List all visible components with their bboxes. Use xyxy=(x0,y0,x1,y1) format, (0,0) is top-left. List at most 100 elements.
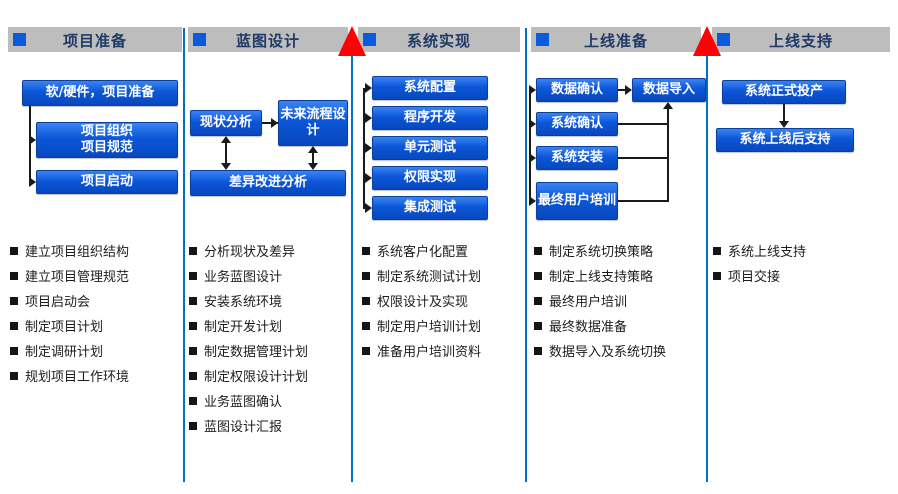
task-label: 数据导入及系统切换 xyxy=(549,345,667,360)
task-label: 制定上线支持策略 xyxy=(549,270,654,285)
task-item: 制定项目计划 xyxy=(10,313,129,338)
task-item: 制定系统切换策略 xyxy=(534,238,666,263)
process-box: 单元测试 xyxy=(372,136,488,160)
task-bullet-icon xyxy=(10,321,18,330)
column-divider xyxy=(525,28,527,482)
task-item: 制定开发计划 xyxy=(189,313,308,338)
task-bullet-icon xyxy=(362,271,370,280)
process-box-label: 系统安装 xyxy=(550,149,603,165)
arrowhead-down-icon xyxy=(221,163,231,170)
task-bullet-icon xyxy=(189,296,197,305)
task-bullet-icon xyxy=(713,271,721,280)
task-label: 规划项目工作环境 xyxy=(25,370,130,385)
phase-title: 蓝图设计 xyxy=(235,32,300,50)
task-bullet-icon xyxy=(189,421,197,430)
process-box: 未来流程设计 xyxy=(278,100,348,146)
task-label: 系统上线支持 xyxy=(728,245,807,260)
task-item: 制定数据管理计划 xyxy=(189,338,308,363)
task-item: 分析现状及差异 xyxy=(189,238,308,263)
task-item: 制定权限设计计划 xyxy=(189,363,308,388)
connector-line xyxy=(618,123,669,125)
process-box-label: 系统上线后支持 xyxy=(739,131,831,147)
arrowhead-right-icon xyxy=(529,153,536,163)
process-box-label: 单元测试 xyxy=(403,139,456,155)
task-item: 建立项目组织结构 xyxy=(10,238,129,263)
process-box: 系统确认 xyxy=(536,112,618,136)
task-item: 安装系统环境 xyxy=(189,288,308,313)
process-box: 集成测试 xyxy=(372,196,488,220)
header-bullet-icon xyxy=(536,33,549,46)
task-label: 最终用户培训 xyxy=(549,295,628,310)
arrowhead-right-icon xyxy=(365,203,372,213)
process-box-label: 程序开发 xyxy=(403,109,456,125)
process-box-label: 现状分析 xyxy=(199,114,252,130)
task-bullet-icon xyxy=(362,346,370,355)
process-box-label: 软/硬件，项目准备 xyxy=(45,84,155,100)
task-item: 蓝图设计汇报 xyxy=(189,413,308,438)
arrowhead-right-icon xyxy=(271,118,278,128)
phase-header-realization: 系统实现 xyxy=(358,27,520,52)
connector-line xyxy=(618,89,626,91)
task-bullet-icon xyxy=(534,346,542,355)
task-item: 最终用户培训 xyxy=(534,288,666,313)
task-bullet-icon xyxy=(10,246,18,255)
connector-line xyxy=(225,140,227,166)
connector-line xyxy=(783,104,785,121)
task-bullet-icon xyxy=(534,271,542,280)
process-box-label: 最终用户培训 xyxy=(537,192,616,208)
task-item: 系统客户化配置 xyxy=(362,238,481,263)
arrowhead-right-icon xyxy=(365,83,372,93)
connector-line xyxy=(312,150,314,166)
task-bullet-icon xyxy=(534,246,542,255)
task-list-project-prep: 建立项目组织结构 建立项目管理规范 项目启动会 制定项目计划 制定调研计划 规划… xyxy=(10,238,129,388)
milestone-triangle-icon xyxy=(693,26,721,56)
process-box-label: 项目启动 xyxy=(80,173,133,189)
task-item: 制定用户培训计划 xyxy=(362,313,481,338)
task-label: 制定开发计划 xyxy=(204,320,283,335)
arrowhead-up-icon xyxy=(221,136,231,143)
task-label: 安装系统环境 xyxy=(204,295,283,310)
task-label: 业务蓝图设计 xyxy=(204,270,283,285)
phase-title: 上线准备 xyxy=(583,32,648,50)
phase-header-project-prep: 项目准备 xyxy=(8,27,182,52)
task-label: 制定项目计划 xyxy=(25,320,104,335)
task-label: 分析现状及差异 xyxy=(204,245,296,260)
task-item: 业务蓝图确认 xyxy=(189,388,308,413)
arrowhead-up-icon xyxy=(308,146,318,153)
task-bullet-icon xyxy=(362,246,370,255)
process-box-label: 项目组织 项目规范 xyxy=(80,123,133,155)
process-box-label: 系统配置 xyxy=(403,79,456,95)
process-box: 项目启动 xyxy=(36,170,178,194)
column-divider xyxy=(183,28,185,482)
process-box-label: 数据确认 xyxy=(550,81,603,97)
arrowhead-right-icon xyxy=(529,196,536,206)
task-label: 制定系统测试计划 xyxy=(377,270,482,285)
task-list-golive-prep: 制定系统切换策略 制定上线支持策略 最终用户培训 最终数据准备 数据导入及系统切… xyxy=(534,238,666,363)
task-item: 项目启动会 xyxy=(10,288,129,313)
process-box: 软/硬件，项目准备 xyxy=(22,80,178,106)
process-box-label: 未来流程设计 xyxy=(280,106,346,138)
task-bullet-icon xyxy=(189,371,197,380)
connector-line xyxy=(618,157,669,159)
process-box: 系统正式投产 xyxy=(722,80,846,104)
task-bullet-icon xyxy=(189,246,197,255)
header-bullet-icon xyxy=(363,33,376,46)
arrowhead-right-icon xyxy=(365,143,372,153)
task-item: 制定系统测试计划 xyxy=(362,263,481,288)
task-bullet-icon xyxy=(713,246,721,255)
task-item: 系统上线支持 xyxy=(713,238,806,263)
task-item: 准备用户培训资料 xyxy=(362,338,481,363)
header-bullet-icon xyxy=(193,33,206,46)
process-box-label: 系统正式投产 xyxy=(744,83,823,99)
task-item: 制定调研计划 xyxy=(10,338,129,363)
arrowhead-right-icon xyxy=(529,119,536,129)
connector-line xyxy=(529,90,531,201)
task-bullet-icon xyxy=(10,296,18,305)
task-bullet-icon xyxy=(534,296,542,305)
arrowhead-right-icon xyxy=(365,173,372,183)
process-box: 系统安装 xyxy=(536,146,618,170)
task-bullet-icon xyxy=(10,371,18,380)
task-label: 项目启动会 xyxy=(25,295,91,310)
phase-header-golive-prep: 上线准备 xyxy=(531,27,701,52)
